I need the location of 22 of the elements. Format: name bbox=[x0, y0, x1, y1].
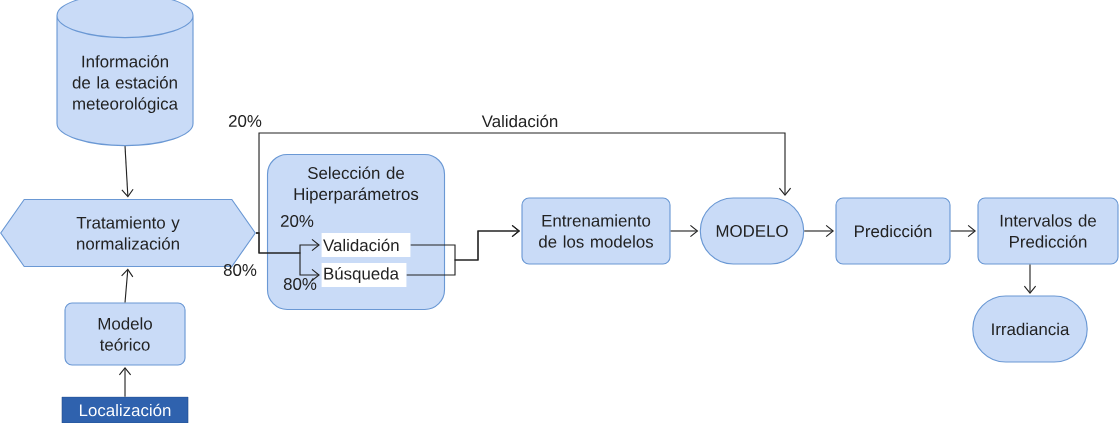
arrow bbox=[670, 224, 699, 238]
process-box: Entrenamiento de los modelos bbox=[521, 197, 671, 265]
edge-label: 80% bbox=[283, 278, 317, 290]
arrow bbox=[803, 224, 835, 238]
arrow bbox=[255, 132, 792, 234]
database-cylinder: Información de la estación meteorológica bbox=[56, 0, 194, 147]
arrow bbox=[255, 232, 320, 282]
arrow bbox=[121, 145, 134, 198]
arrow bbox=[950, 224, 977, 238]
arrow bbox=[1023, 264, 1037, 294]
location-box: Localización bbox=[61, 396, 189, 423]
arrow bbox=[118, 366, 132, 398]
split-label: 20% bbox=[228, 115, 262, 127]
arrow bbox=[406, 224, 521, 276]
edge-label: Validación bbox=[481, 114, 558, 128]
model-box: MODELO bbox=[699, 197, 805, 265]
arrow bbox=[121, 268, 134, 303]
process-box: Modelo teórico bbox=[64, 302, 186, 366]
process-box: Intervalos de Predicción bbox=[977, 197, 1119, 265]
output-box: Irradiancia bbox=[972, 295, 1088, 363]
edge-label: 20% bbox=[280, 215, 314, 227]
process-box: Predicción bbox=[835, 197, 951, 265]
